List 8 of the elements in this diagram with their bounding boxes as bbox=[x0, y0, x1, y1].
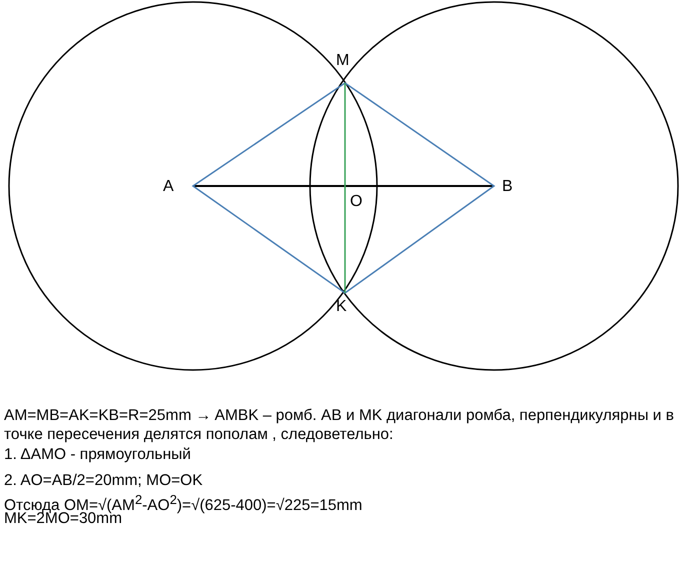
point-label: O bbox=[350, 193, 362, 211]
point-label: K bbox=[336, 298, 347, 316]
solution-line: 1. ΔAMO - прямоугольный bbox=[4, 445, 191, 464]
explanation-paragraph: AM=MB=AK=KB=R=25mm → AMBK – ромб. AB и MK диагонали ромба, перпендикулярны и в точке пересечения делятся пополам , следоветельно: bbox=[4, 406, 675, 444]
point-label: A bbox=[163, 178, 174, 196]
point-label: M bbox=[336, 52, 350, 70]
solution-line: 2. AO=AB/2=20mm; MO=OK bbox=[4, 471, 203, 490]
point-label: B bbox=[502, 178, 513, 196]
